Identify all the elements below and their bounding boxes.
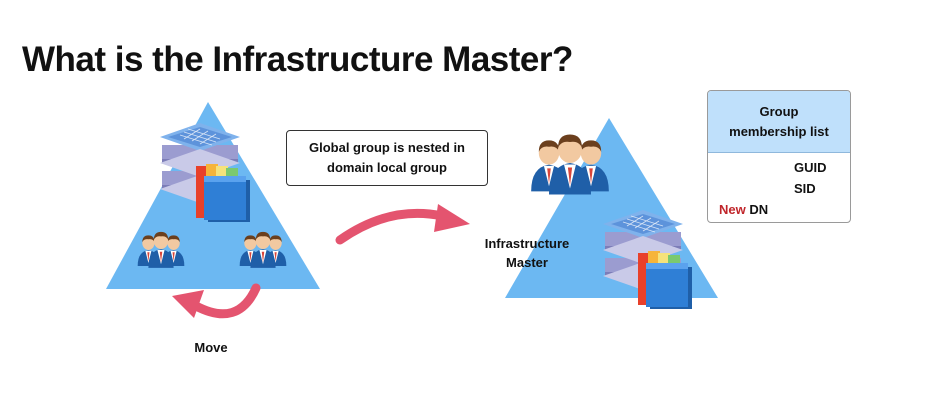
transfer-arrow-icon bbox=[335, 204, 470, 245]
membership-list-header: Group membership list bbox=[708, 91, 850, 153]
membership-dn: DN bbox=[749, 202, 769, 217]
membership-sid: SID bbox=[794, 181, 816, 196]
membership-guid: GUID bbox=[794, 160, 827, 175]
infra-label-line-2: Master bbox=[506, 255, 548, 270]
callout-line-2: domain local group bbox=[327, 160, 447, 175]
group-membership-list: Group membership list GUID SID New DN bbox=[707, 90, 851, 223]
move-label: Move bbox=[194, 340, 228, 355]
membership-header-line-1: Group bbox=[759, 103, 799, 119]
membership-header-line-2: membership list bbox=[729, 123, 829, 139]
membership-dn-row: New DN bbox=[719, 201, 768, 219]
infra-label-line-1: Infrastructure bbox=[484, 236, 570, 251]
page-title: What is the Infrastructure Master? bbox=[22, 40, 573, 79]
move-arrow-icon bbox=[172, 283, 261, 319]
membership-new-badge: New bbox=[719, 202, 746, 217]
nesting-callout: Global group is nested in domain local g… bbox=[286, 130, 488, 186]
infrastructure-master-label: Infrastructure Master bbox=[468, 234, 586, 272]
callout-line-1: Global group is nested in bbox=[308, 140, 465, 155]
